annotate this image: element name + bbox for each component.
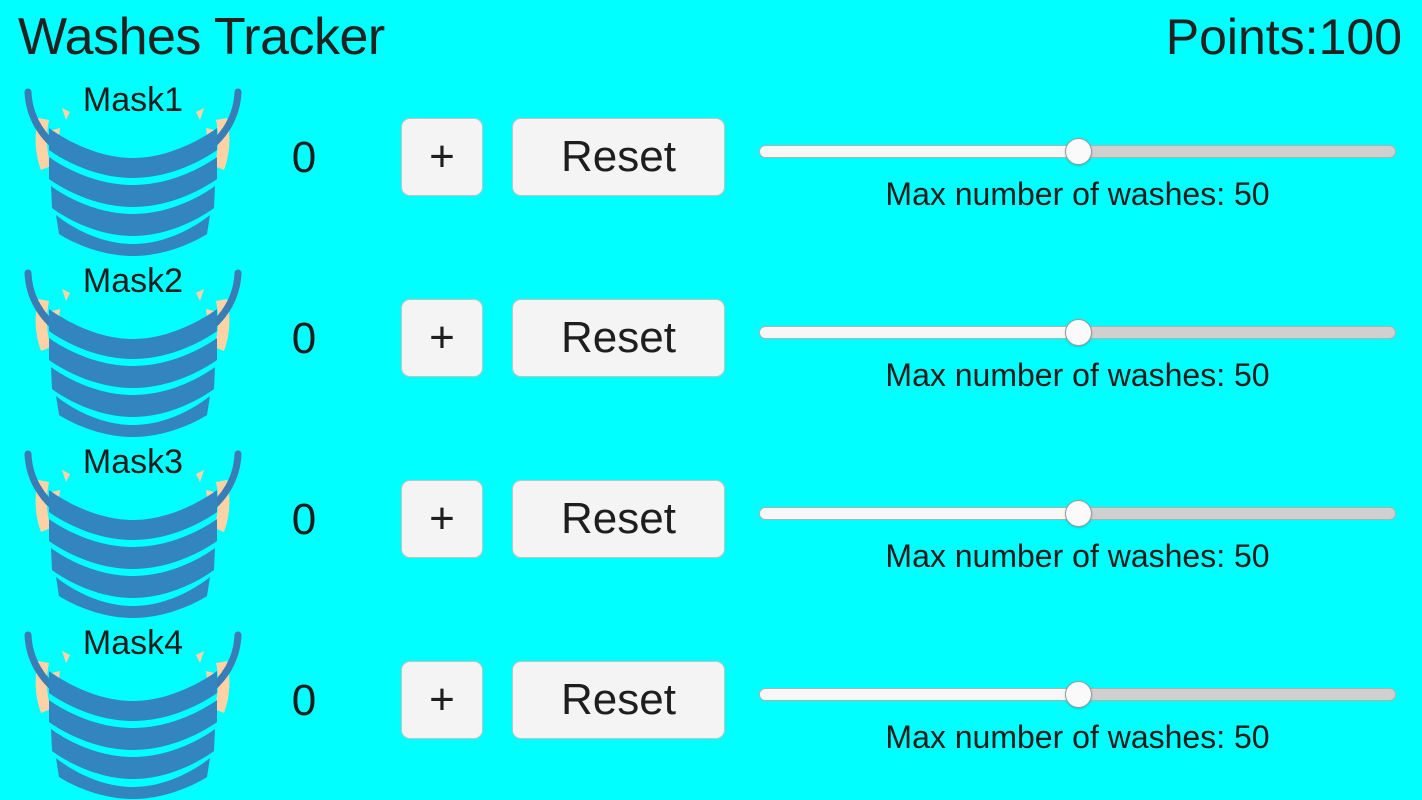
- slider-track-fill: [760, 689, 1078, 700]
- mask-icon-cell: Mask2: [8, 259, 258, 437]
- points-display: Points:100: [1165, 9, 1402, 65]
- reset-wash-button[interactable]: Reset: [512, 299, 725, 377]
- face-mask-icon: [24, 631, 242, 799]
- slider-track-fill: [760, 508, 1078, 519]
- mask-icon-cell: Mask3: [8, 440, 258, 618]
- max-washes-slider[interactable]: [759, 681, 1396, 708]
- face-mask-icon: [24, 88, 242, 256]
- max-washes-label: Max number of washes: 50: [885, 719, 1270, 755]
- max-washes-slider-group: Max number of washes: 50: [759, 621, 1399, 799]
- increment-wash-button[interactable]: +: [401, 118, 483, 196]
- max-washes-label: Max number of washes: 50: [885, 538, 1270, 574]
- max-washes-slider[interactable]: [759, 138, 1396, 165]
- slider-thumb[interactable]: [1064, 319, 1092, 346]
- max-washes-slider-group: Max number of washes: 50: [759, 440, 1399, 618]
- increment-wash-button[interactable]: +: [401, 299, 483, 377]
- max-washes-slider[interactable]: [759, 319, 1396, 346]
- face-mask-icon: [24, 450, 242, 618]
- slider-track-fill: [760, 146, 1078, 157]
- increment-wash-button[interactable]: +: [401, 661, 483, 739]
- page-title: Washes Tracker: [18, 8, 385, 66]
- wash-count-value: 0: [291, 676, 317, 725]
- mask-row-2: Mask2 0 + Reset Max number of washes: 50: [0, 259, 1422, 440]
- mask-row-3: Mask3 0 + Reset Max number of washes: 50: [0, 440, 1422, 621]
- app-header: Washes Tracker Points:100: [0, 0, 1422, 78]
- mask-row-1: Mask1 0 + Reset Max number of washes: 50: [0, 78, 1422, 259]
- max-washes-label: Max number of washes: 50: [885, 176, 1270, 212]
- mask-icon-cell: Mask4: [8, 621, 258, 799]
- slider-track-fill: [760, 327, 1078, 338]
- face-mask-icon: [24, 269, 242, 437]
- reset-wash-button[interactable]: Reset: [512, 480, 725, 558]
- max-washes-slider-group: Max number of washes: 50: [759, 78, 1399, 256]
- mask-rows-list: Mask1 0 + Reset Max number of washes: 50: [0, 78, 1422, 800]
- max-washes-slider-group: Max number of washes: 50: [759, 259, 1399, 437]
- reset-wash-button[interactable]: Reset: [512, 661, 725, 739]
- slider-thumb[interactable]: [1064, 500, 1092, 527]
- slider-thumb[interactable]: [1064, 681, 1092, 708]
- mask-row-4: Mask4 0 + Reset Max number of washes: 50: [0, 621, 1422, 800]
- max-washes-label: Max number of washes: 50: [885, 357, 1270, 393]
- mask-icon-cell: Mask1: [8, 78, 258, 256]
- wash-count-value: 0: [291, 133, 317, 182]
- wash-count-value: 0: [291, 314, 317, 363]
- reset-wash-button[interactable]: Reset: [512, 118, 725, 196]
- increment-wash-button[interactable]: +: [401, 480, 483, 558]
- slider-thumb[interactable]: [1064, 138, 1092, 165]
- max-washes-slider[interactable]: [759, 500, 1396, 527]
- wash-count-value: 0: [291, 495, 317, 544]
